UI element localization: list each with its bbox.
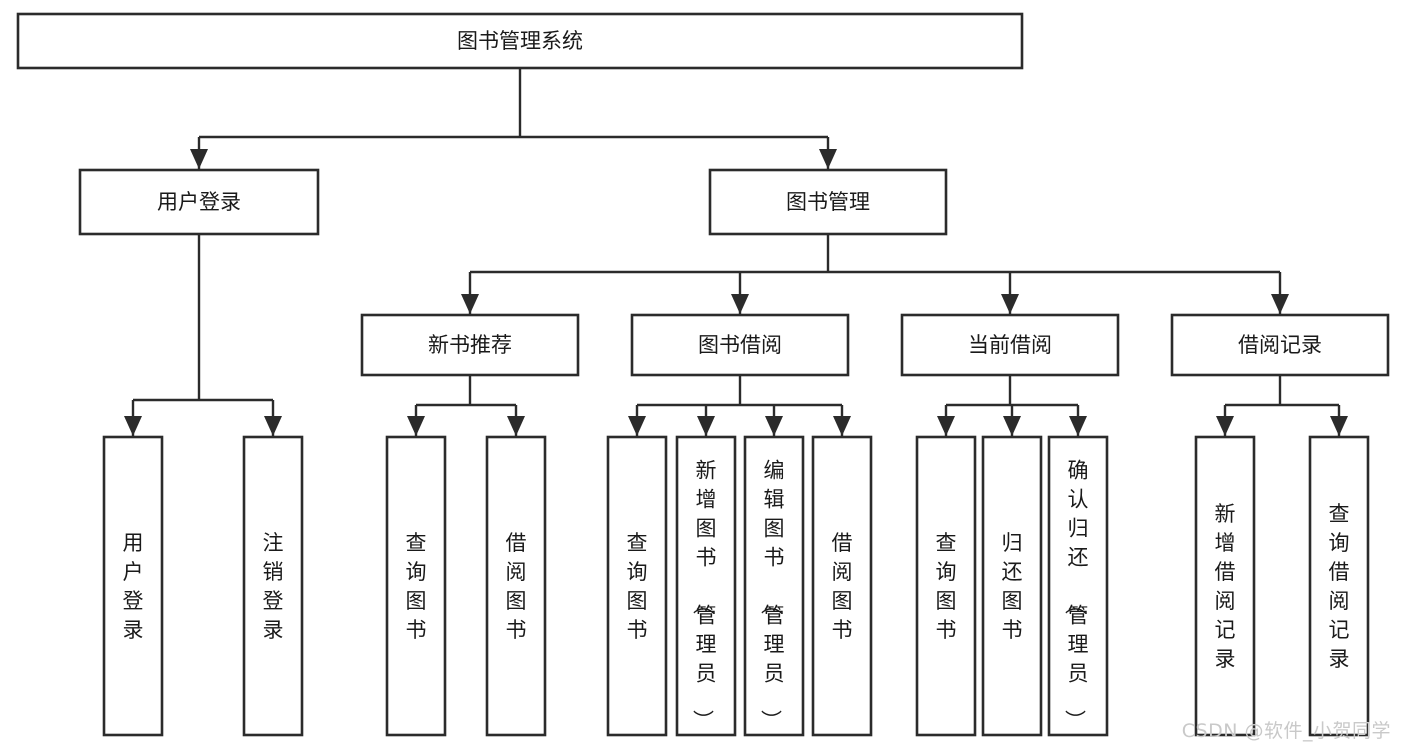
node-root-label: 图书管理系统 [457,29,583,53]
node-leaf-query-book-1-label: 查询图书 [406,531,427,642]
node-current-borrow-label: 当前借阅 [968,333,1052,357]
node-leaf-edit-book-label: 编辑图书（管理员） [759,459,785,731]
node-leaf-query-book-3[interactable]: 查询图书 [915,435,977,737]
arrow-head-icon [1271,294,1289,314]
node-book-borrow-rect[interactable] [630,313,850,377]
node-borrow-record-rect[interactable] [1170,313,1390,377]
node-book-borrow-label: 图书借阅 [698,333,782,357]
node-leaf-add-record-rect[interactable] [1194,435,1256,737]
arrow-head-icon [124,416,142,436]
arrow-head-icon [937,416,955,436]
node-leaf-borrow-book-1[interactable]: 借阅图书 [485,435,547,737]
arrow-head-icon [731,294,749,314]
node-user-login-rect[interactable] [78,168,320,236]
arrow-head-icon [1003,416,1021,436]
arrow-head-icon [1330,416,1348,436]
node-leaf-user-logout-rect[interactable] [242,435,304,737]
arrow-head-icon [628,416,646,436]
node-book-manage[interactable]: 图书管理 [708,168,948,236]
node-book-borrow[interactable]: 图书借阅 [630,313,850,377]
arrow-head-icon [819,149,837,169]
node-leaf-return-book-label: 归还图书 [1002,531,1023,642]
node-leaf-add-book[interactable]: 新增图书（管理员） [675,435,737,737]
node-leaf-query-book-1[interactable]: 查询图书 [385,435,447,737]
node-leaf-edit-book[interactable]: 编辑图书（管理员） [743,435,805,737]
node-user-login-label: 用户登录 [157,190,241,214]
node-leaf-borrow-book-1-rect[interactable] [485,435,547,737]
node-leaf-user-logout-label: 注销登录 [263,531,284,642]
node-leaf-query-book-2-label: 查询图书 [627,531,648,642]
node-leaf-query-record[interactable]: 查询借阅记录 [1308,435,1370,737]
node-borrow-record-label: 借阅记录 [1238,333,1322,357]
node-root-rect[interactable] [16,12,1024,70]
arrow-head-icon [1001,294,1019,314]
node-borrow-record[interactable]: 借阅记录 [1170,313,1390,377]
node-leaf-user-login[interactable]: 用户登录 [102,435,164,737]
node-leaf-query-record-label: 查询借阅记录 [1329,502,1350,671]
arrow-head-icon [833,416,851,436]
node-new-book-recommend-label: 新书推荐 [428,333,512,357]
node-leaf-return-book[interactable]: 归还图书 [981,435,1043,737]
arrow-head-icon [190,149,208,169]
node-leaf-add-record-label: 新增借阅记录 [1215,502,1236,671]
node-leaf-query-record-rect[interactable] [1308,435,1370,737]
node-leaf-add-book-rect[interactable] [675,435,737,737]
node-boxes: 图书管理系统用户登录图书管理新书推荐图书借阅当前借阅借阅记录用户登录注销登录查询… [16,12,1390,737]
node-leaf-return-book-rect[interactable] [981,435,1043,737]
node-leaf-confirm-return-rect[interactable] [1047,435,1109,737]
arrow-head-icon [697,416,715,436]
node-leaf-query-book-3-rect[interactable] [915,435,977,737]
node-leaf-query-book-2-rect[interactable] [606,435,668,737]
node-book-manage-rect[interactable] [708,168,948,236]
node-current-borrow[interactable]: 当前借阅 [900,313,1120,377]
node-leaf-borrow-book-2-rect[interactable] [811,435,873,737]
node-leaf-borrow-book-1-label: 借阅图书 [506,531,527,642]
arrow-head-icon [264,416,282,436]
node-leaf-edit-book-rect[interactable] [743,435,805,737]
node-leaf-confirm-return-label: 确认归还（管理员） [1063,459,1089,731]
node-leaf-user-login-rect[interactable] [102,435,164,737]
node-leaf-add-book-label: 新增图书（管理员） [691,459,717,731]
node-leaf-borrow-book-2[interactable]: 借阅图书 [811,435,873,737]
arrow-head-icon [407,416,425,436]
node-leaf-query-book-2[interactable]: 查询图书 [606,435,668,737]
arrow-head-icon [461,294,479,314]
node-book-manage-label: 图书管理 [786,190,870,214]
arrow-head-icon [1069,416,1087,436]
node-leaf-user-login-label: 用户登录 [123,531,144,642]
node-new-book-recommend-rect[interactable] [360,313,580,377]
node-leaf-borrow-book-2-label: 借阅图书 [832,531,853,642]
connector-lines [124,68,1348,436]
node-new-book-recommend[interactable]: 新书推荐 [360,313,580,377]
arrow-head-icon [1216,416,1234,436]
node-current-borrow-rect[interactable] [900,313,1120,377]
node-user-login[interactable]: 用户登录 [78,168,320,236]
node-leaf-query-book-1-rect[interactable] [385,435,447,737]
node-leaf-add-record[interactable]: 新增借阅记录 [1194,435,1256,737]
node-root[interactable]: 图书管理系统 [16,12,1024,70]
node-leaf-user-logout[interactable]: 注销登录 [242,435,304,737]
arrow-head-icon [765,416,783,436]
arrow-head-icon [507,416,525,436]
node-leaf-query-book-3-label: 查询图书 [936,531,957,642]
node-leaf-confirm-return[interactable]: 确认归还（管理员） [1047,435,1109,737]
